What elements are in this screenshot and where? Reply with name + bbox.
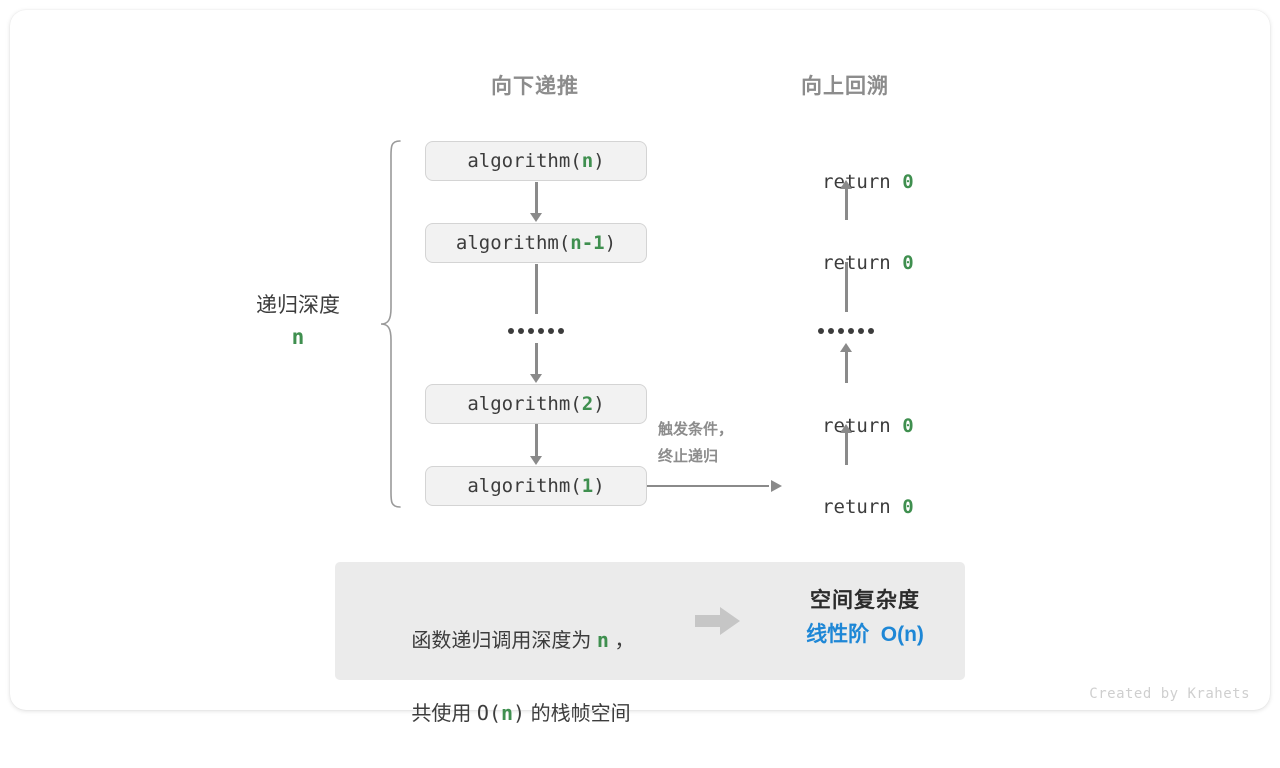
return-row-1: return 0: [725, 149, 965, 215]
summary-line1-pre: 函数递归调用深度为: [411, 630, 597, 652]
base-case-note: 触发条件， 终止递归: [658, 421, 734, 465]
diagram-card: 向下递推 向上回溯 递归深度 n algorithm(n) algorithm(…: [10, 10, 1270, 725]
return-value: 0: [902, 415, 914, 437]
summary-line2-var: n: [501, 701, 514, 725]
call-box-close: ): [604, 232, 617, 254]
summary-line2-post: 的栈帧空间: [525, 703, 631, 725]
summary-line1-post: ，: [608, 630, 635, 652]
return-value: 0: [902, 171, 914, 193]
implies-arrow-icon: [695, 606, 741, 636]
recursion-depth-brace: [378, 138, 404, 510]
summary-result: 空间复杂度 线性阶 O(n): [775, 584, 955, 652]
call-box-arg: n: [581, 150, 594, 172]
call-box-arg: 2: [581, 393, 594, 415]
call-box-n[interactable]: algorithm(n): [425, 141, 647, 181]
return-keyword: return: [822, 171, 903, 193]
call-box-name: algorithm(: [467, 150, 582, 172]
recursion-depth-label: 递归深度 n: [210, 291, 386, 353]
call-box-name: algorithm(: [467, 393, 582, 415]
down-arrow-1: [529, 182, 543, 222]
return-value: 0: [902, 252, 914, 274]
return-row-4: return 0: [725, 474, 965, 540]
call-box-name: algorithm(: [455, 232, 571, 254]
up-arrow-3: [839, 343, 853, 383]
return-value: 0: [902, 496, 914, 518]
up-arrow-2: [839, 262, 853, 312]
summary-description: 函数递归调用深度为 n ， 共使用 O(n) 的栈帧空间: [378, 586, 635, 768]
recursion-depth-title: 递归深度: [256, 294, 340, 317]
down-arrow-4: [529, 424, 543, 465]
return-row-2: return 0: [725, 230, 965, 296]
call-box-n-minus-1[interactable]: algorithm(n-1): [425, 223, 647, 263]
summary-result-title: 空间复杂度: [810, 589, 920, 612]
up-arrow-1: [839, 180, 853, 220]
credit-text: Created by Krahets: [1089, 686, 1250, 702]
return-row-3: return 0: [725, 393, 965, 459]
summary-line2-mono-post: ): [513, 701, 526, 725]
return-keyword: return: [822, 415, 903, 437]
column-header-descend: 向下递推: [491, 75, 579, 98]
column-header-ascend: 向上回溯: [801, 75, 889, 98]
summary-panel: 函数递归调用深度为 n ， 共使用 O(n) 的栈帧空间 空间复杂度 线性阶 O…: [335, 562, 965, 725]
ellipsis-right: [818, 328, 874, 334]
call-box-close: ): [593, 393, 605, 415]
call-box-close: ): [593, 150, 605, 172]
base-case-arrow: [647, 479, 782, 493]
ellipsis-left: [508, 328, 564, 334]
call-box-name: algorithm(: [467, 475, 582, 497]
call-box-arg: 1: [581, 475, 594, 497]
summary-result-value: 线性阶 O(n): [806, 623, 924, 646]
call-box-1[interactable]: algorithm(1): [425, 466, 647, 506]
summary-line2-pre: 共使用: [411, 703, 477, 725]
return-keyword: return: [822, 496, 903, 518]
up-arrow-4: [839, 424, 853, 465]
call-box-close: ): [593, 475, 605, 497]
summary-line2-mono-pre: O(: [476, 701, 501, 725]
down-arrow-3: [529, 343, 543, 383]
return-keyword: return: [822, 252, 903, 274]
call-box-arg: n-1: [570, 232, 605, 254]
summary-line1-var: n: [596, 628, 609, 652]
down-arrow-2: [529, 264, 543, 314]
recursion-depth-value: n: [291, 325, 305, 349]
call-box-2[interactable]: algorithm(2): [425, 384, 647, 424]
